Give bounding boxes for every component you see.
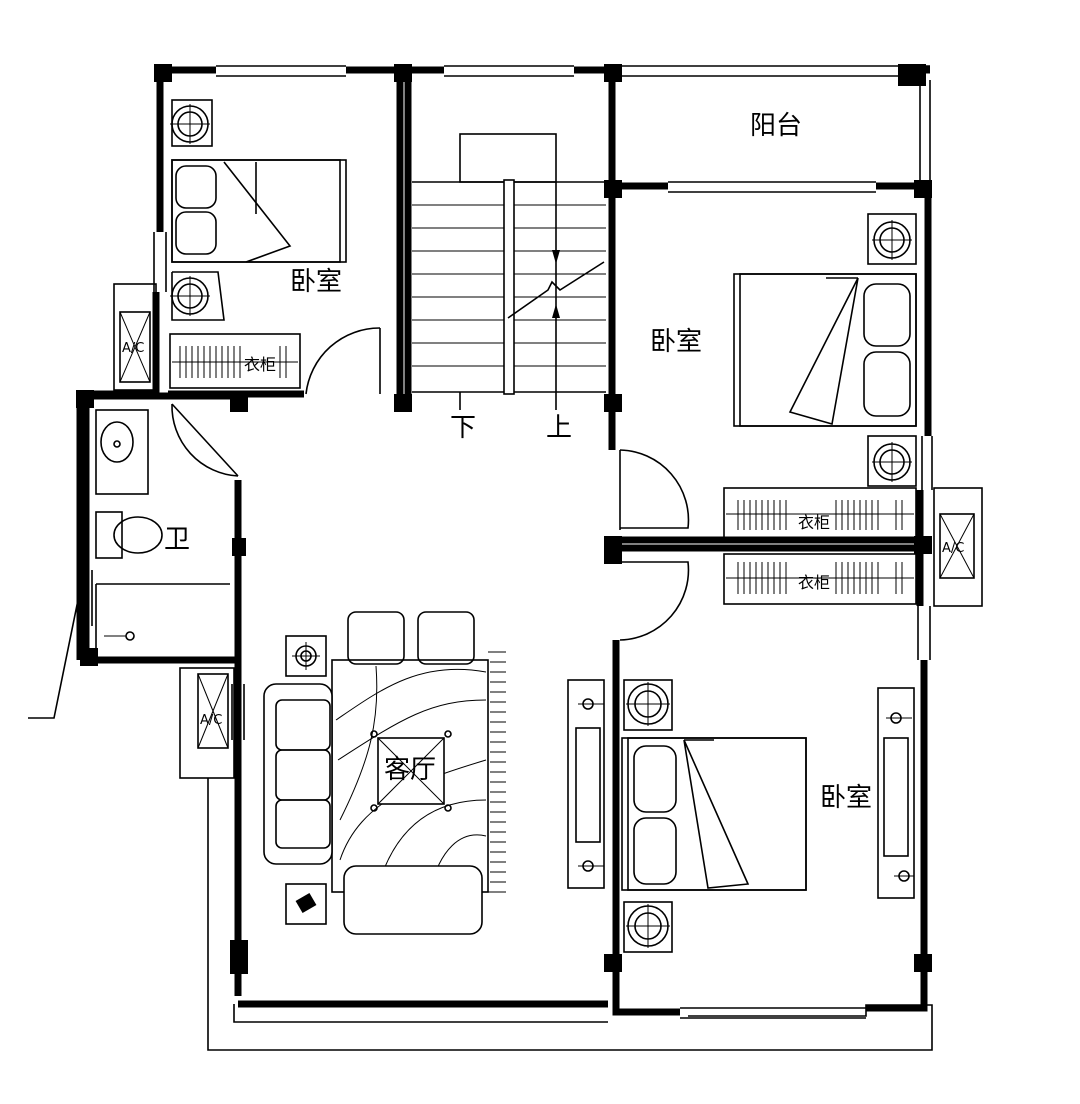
- se-bedroom: 卧室: [567, 679, 915, 953]
- windows: [79, 65, 933, 1019]
- ac-east-label: A/C: [942, 541, 964, 556]
- room-label-bedroom-e: 卧室: [650, 327, 702, 357]
- wardrobe-nw-label: 衣柜: [244, 355, 276, 374]
- wardrobe-east-upper-label: 衣柜: [798, 513, 830, 532]
- staircase: 下 上: [412, 133, 606, 443]
- east-bedroom: 卧室 衣柜 衣: [650, 213, 983, 607]
- stair-down-label: 下: [450, 413, 476, 443]
- ac-west-lower: A/C: [179, 667, 235, 779]
- balcony-rail: [612, 65, 931, 184]
- room-label-bathroom: 卫: [164, 525, 190, 555]
- bathroom: 卫: [95, 409, 230, 656]
- ac-west-upper-label: A/C: [122, 341, 144, 356]
- room-label-living-room: 客厅: [384, 755, 436, 785]
- columns: [76, 64, 932, 974]
- room-label-balcony: 阳台: [750, 111, 802, 141]
- walls: [76, 66, 932, 1016]
- doors: [28, 327, 690, 719]
- ac-west-lower-label: A/C: [200, 713, 222, 728]
- living-room: 客厅: [263, 611, 506, 935]
- nw-bedroom: 衣柜 A/C 卧室: [113, 99, 347, 391]
- wardrobe-east-lower-label: 衣柜: [798, 573, 830, 592]
- room-label-bedroom-nw: 卧室: [290, 267, 342, 297]
- room-label-bedroom-se: 卧室: [820, 783, 872, 813]
- stair-up-label: 上: [546, 413, 572, 443]
- terrace-outline: [207, 778, 933, 1051]
